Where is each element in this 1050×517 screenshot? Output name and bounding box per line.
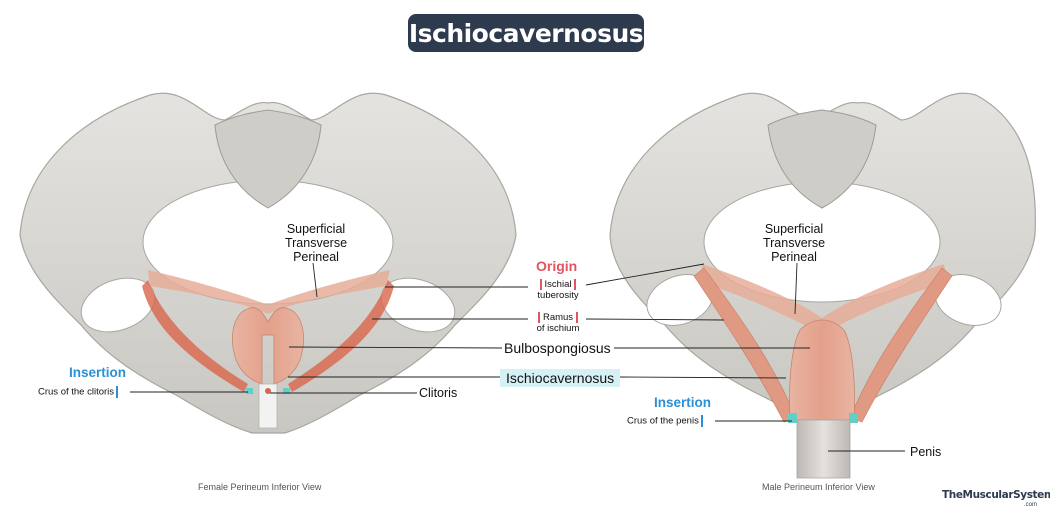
male-bulbospongiosus-muscle [789, 319, 855, 421]
female-bulbospongiosus-muscle [232, 307, 304, 385]
label-text: of ischium [536, 323, 580, 335]
leader-male-ramus [585, 318, 725, 321]
leader-male-ischiocavernosus [617, 376, 787, 379]
female-pelvis [19, 92, 517, 434]
label-line: Superficial [286, 222, 346, 236]
female-vaginal-opening [258, 383, 278, 429]
male-penis-shaft [796, 419, 851, 479]
label-bulbospongiosus: Bulbospongiosus [504, 340, 611, 356]
female-transverse-perineal-muscle [148, 270, 390, 314]
female-ischiocavernosus-right [288, 280, 394, 392]
label-text: Crus of the penis [627, 415, 699, 427]
male-pelvis [609, 92, 1036, 479]
label-text: tuberosity [537, 290, 579, 302]
label-female-insertion: Insertion [69, 365, 127, 380]
female-obturator-left [80, 277, 156, 333]
male-crus-insertion-left [788, 413, 797, 423]
label-text: Ischial [544, 279, 572, 291]
label-ramus-of-ischium: Ramus of ischium [530, 312, 586, 334]
female-sacrum [214, 109, 322, 209]
caption-female: Female Perineum Inferior View [198, 482, 322, 492]
label-penis: Penis [910, 445, 942, 459]
leader-male-transverse [794, 262, 798, 315]
label-origin: Origin [536, 258, 578, 274]
label-crus-of-penis: Crus of the penis [627, 415, 703, 427]
label-female-superficial-transverse-perineal: Superficial Transverse Perineal [275, 222, 357, 264]
female-crus-insertion-right [283, 388, 290, 394]
female-crus-insertion-left [246, 388, 253, 394]
insertion-marker [116, 386, 119, 398]
label-line: Perineal [771, 250, 817, 264]
male-ischiocavernosus-left [693, 267, 797, 423]
insertion-marker [700, 415, 703, 427]
label-text: Crus of the clitoris [38, 386, 115, 398]
label-ischiocavernosus-highlight: Ischiocavernosus [500, 369, 621, 387]
origin-marker-left [538, 312, 541, 323]
origin-marker-right [574, 279, 577, 290]
label-clitoris: Clitoris [419, 386, 458, 400]
label-line: Superficial [764, 222, 824, 236]
label-crus-of-clitoris: Crus of the clitoris [38, 386, 119, 398]
label-line: Transverse [762, 236, 826, 250]
label-male-superficial-transverse-perineal: Superficial Transverse Perineal [753, 222, 835, 264]
brand-logo: TheMuscularSystem [942, 489, 1050, 501]
caption-male: Male Perineum Inferior View [762, 482, 875, 492]
label-ischial-tuberosity: Ischial tuberosity [530, 279, 586, 301]
label-male-insertion: Insertion [654, 395, 712, 410]
leader-male-ischial-tuberosity [585, 263, 705, 286]
origin-marker-left [539, 279, 542, 290]
male-crus-insertion-right [849, 413, 858, 423]
male-ischiocavernosus-right [849, 267, 953, 423]
origin-marker-right [575, 312, 578, 323]
leader-female-bulbospongiosus [288, 346, 503, 349]
female-ischiocavernosus-left [142, 280, 248, 392]
label-line: Perineal [293, 250, 339, 264]
brand-suffix: .com [1024, 502, 1038, 508]
label-text: Ramus [542, 312, 574, 324]
leader-female-transverse [312, 262, 318, 298]
page-title: Ischiocavernosus [408, 14, 644, 52]
male-sacrum [767, 109, 877, 209]
female-obturator-right [380, 277, 456, 333]
leader-lines [130, 262, 905, 452]
label-line: Transverse [284, 236, 348, 250]
female-clitoris-dot [265, 388, 271, 394]
